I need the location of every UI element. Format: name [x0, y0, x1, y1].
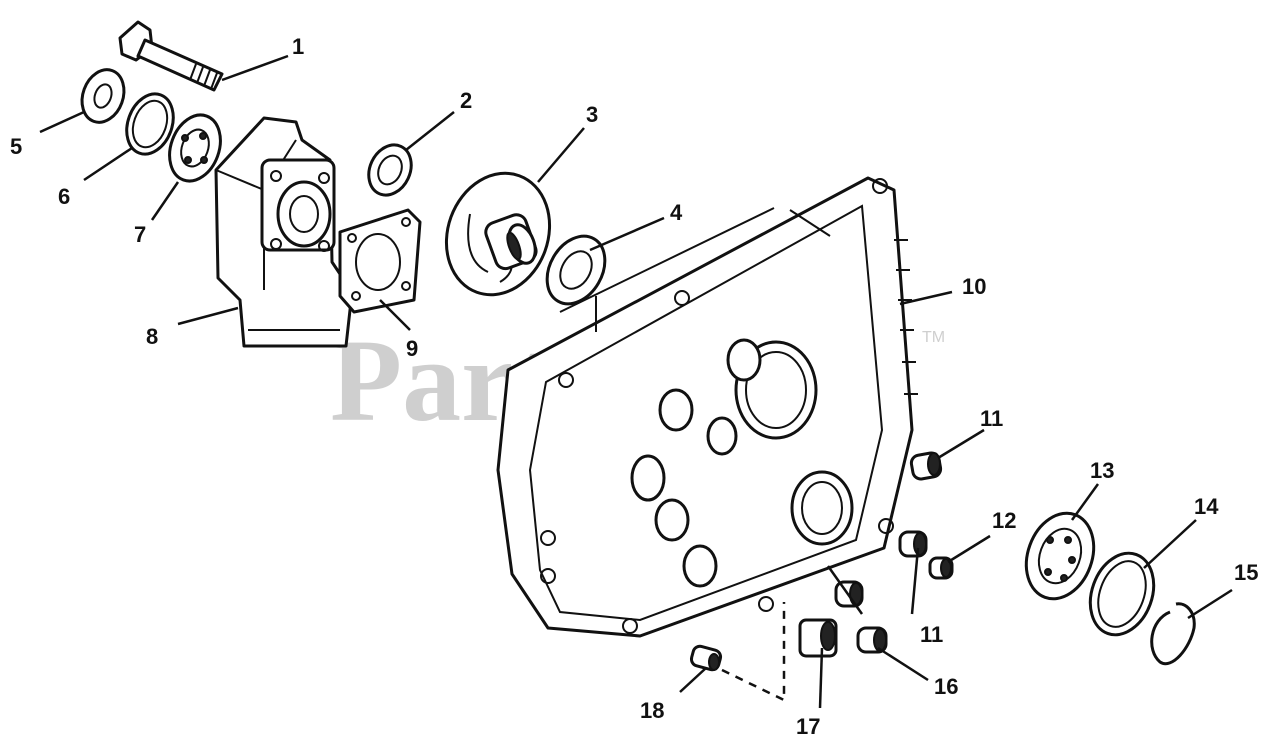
callout-2: 2	[460, 88, 472, 113]
callout-8: 8	[146, 324, 158, 349]
callout-labels: 1 2 3 4 5 6 7 8 9 10 11 11 12 13 14 15 1…	[10, 34, 1258, 739]
leader-lines	[39, 54, 1233, 709]
part-retaining-ring	[125, 92, 175, 156]
part-bushing-upper	[909, 451, 943, 481]
part-ball-bearing	[168, 113, 222, 183]
callout-7: 7	[134, 222, 146, 247]
part-oil-seal	[367, 143, 413, 197]
callout-4: 4	[670, 200, 683, 225]
part-snap-ring	[1088, 551, 1156, 637]
callout-3: 3	[586, 102, 598, 127]
part-gear-assembly	[444, 171, 552, 297]
part-bolt	[118, 20, 224, 92]
callout-13: 13	[1090, 458, 1114, 483]
callout-12: 12	[992, 508, 1016, 533]
callout-10: 10	[962, 274, 986, 299]
callout-11-upper: 11	[980, 406, 1003, 431]
part-crankcase-cover	[496, 176, 918, 638]
part-needle-bearing	[798, 618, 838, 658]
callout-18: 18	[640, 698, 664, 723]
part-gasket	[338, 208, 422, 314]
callout-5: 5	[10, 134, 22, 159]
part-plug	[928, 556, 954, 580]
dashed-guide	[721, 602, 786, 702]
callout-15: 15	[1234, 560, 1258, 585]
part-main-bearing	[1024, 511, 1096, 601]
callout-17: 17	[796, 714, 820, 739]
part-seal	[545, 234, 607, 306]
part-dowel-pin	[689, 644, 723, 672]
callout-16: 16	[934, 674, 958, 699]
callout-6: 6	[58, 184, 70, 209]
callout-14: 14	[1194, 494, 1219, 519]
part-bushing-small	[856, 626, 888, 654]
callout-9: 9	[406, 336, 418, 361]
callout-1: 1	[292, 34, 304, 59]
part-housing-bracket	[214, 116, 354, 348]
watermark-trademark: TM	[922, 329, 945, 346]
callout-11-lower: 11	[920, 622, 943, 647]
part-clip-ring	[1150, 602, 1196, 666]
part-washer	[80, 68, 126, 124]
